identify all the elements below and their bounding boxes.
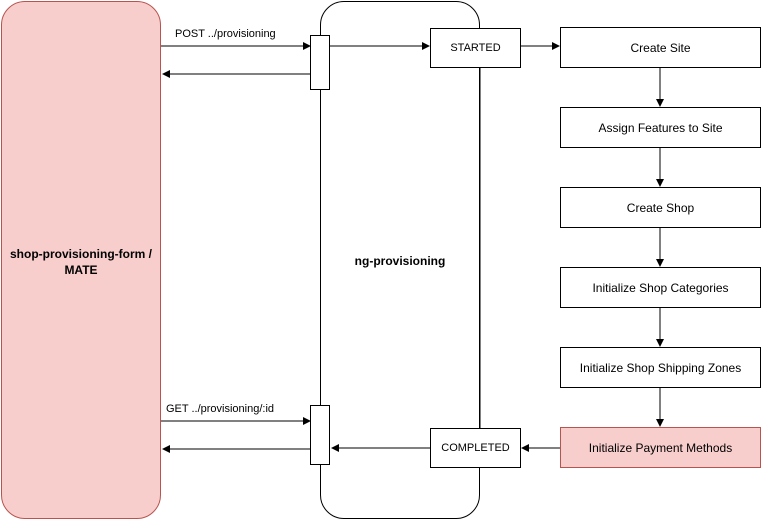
client-lane-label: shop-provisioning-form / MATE bbox=[10, 247, 152, 277]
get-request-label: GET ../provisioning/:id bbox=[166, 403, 275, 415]
client-lane bbox=[1, 1, 161, 519]
post-request-label: POST ../provisioning bbox=[175, 28, 276, 40]
post-activation-bar bbox=[310, 35, 330, 90]
step-init-shipping-zones: Initialize Shop Shipping Zones bbox=[560, 347, 761, 388]
completed-state: COMPLETED bbox=[430, 428, 521, 468]
step-init-categories: Initialize Shop Categories bbox=[560, 267, 761, 308]
get-activation-bar bbox=[310, 405, 330, 465]
step-assign-features: Assign Features to Site bbox=[560, 107, 761, 148]
started-state: STARTED bbox=[430, 28, 521, 68]
step-init-payment-methods: Initialize Payment Methods bbox=[560, 427, 761, 468]
step-create-site: Create Site bbox=[560, 27, 761, 68]
service-lane-label: ng-provisioning bbox=[354, 254, 446, 268]
step-create-shop: Create Shop bbox=[560, 187, 761, 228]
